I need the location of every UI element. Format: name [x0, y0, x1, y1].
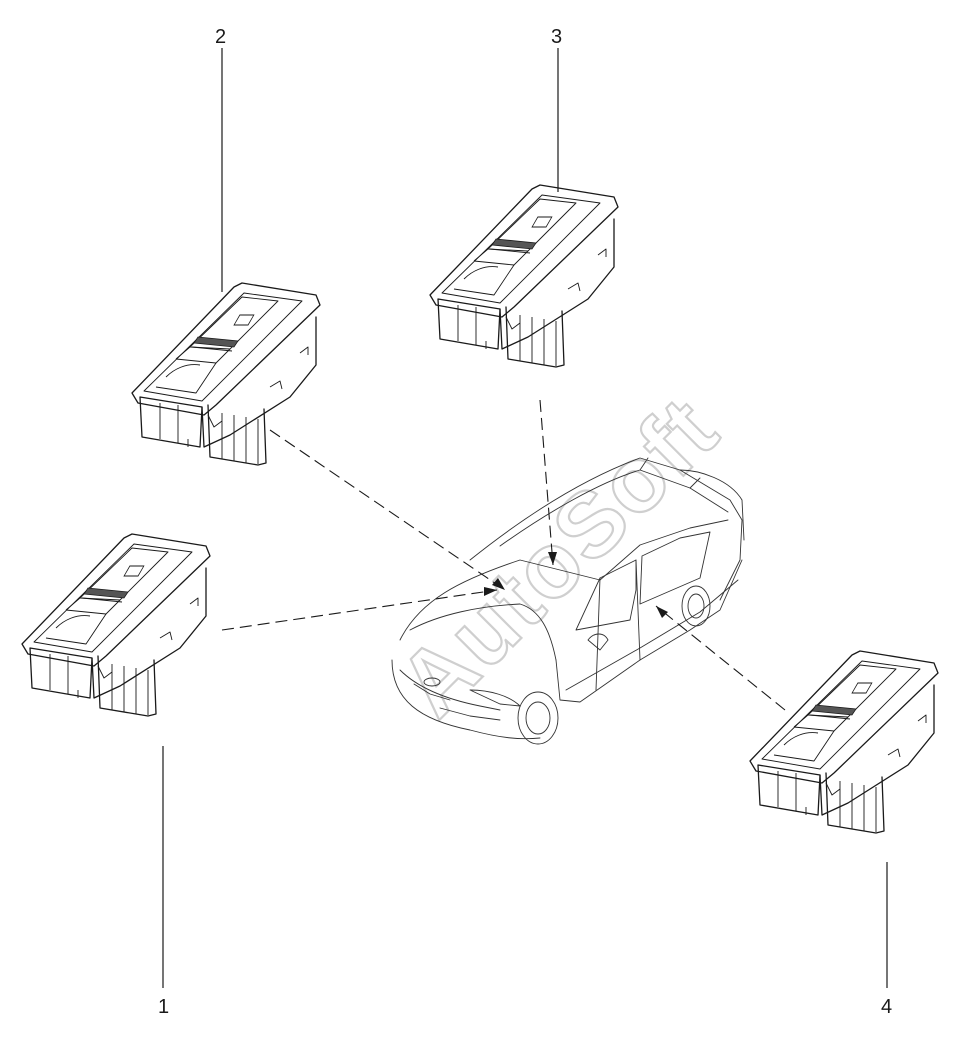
window-switch-3 [429, 184, 619, 368]
window-switch-1 [21, 533, 211, 717]
assembly-leaders [221, 399, 786, 711]
callout-leaders [162, 48, 888, 988]
car-illustration [391, 457, 745, 745]
callout-1: 1 [158, 996, 169, 1018]
callout-3: 3 [551, 26, 562, 48]
window-switch-4 [749, 650, 939, 834]
callout-2: 2 [215, 26, 226, 48]
callout-4: 4 [881, 996, 892, 1018]
window-switch-2 [131, 282, 321, 466]
